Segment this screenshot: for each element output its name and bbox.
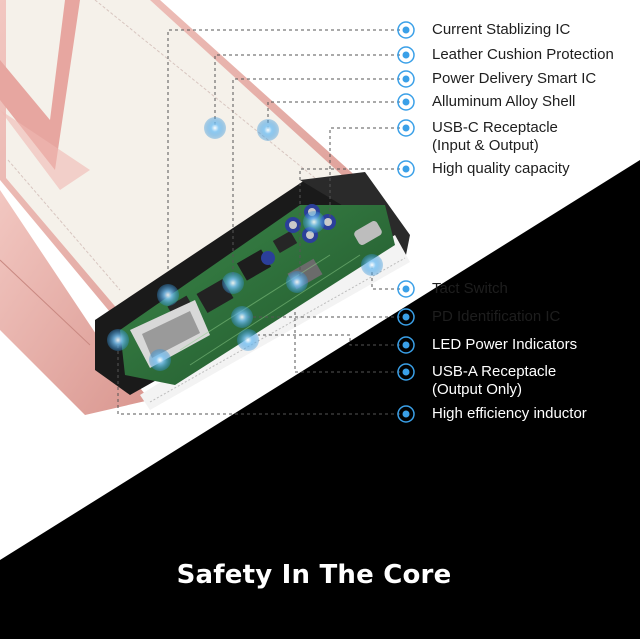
component-markers xyxy=(107,117,383,371)
target-icon-current-ic xyxy=(397,21,415,39)
label-leather-cushion: Leather Cushion Protection xyxy=(432,46,614,63)
label-led-indicators: LED Power Indicators xyxy=(432,336,578,353)
target-icon-inductor xyxy=(397,405,415,423)
leader-pd-smart-ic xyxy=(232,78,406,283)
label-pd-smart-ic: Power Delivery Smart IC xyxy=(432,70,597,87)
marker-led xyxy=(237,329,259,351)
label-usb-a: USB-A Receptacle (Output Only) xyxy=(432,363,557,398)
label-current-stabilizing-ic: Current Stablizing IC xyxy=(432,21,571,38)
marker-inductor xyxy=(107,329,129,351)
marker-pd-smart-ic xyxy=(222,272,244,294)
target-icon-leather xyxy=(397,46,415,64)
marker-current-ic xyxy=(157,284,179,306)
leader-lines xyxy=(117,29,406,415)
marker-tact-switch xyxy=(286,271,308,293)
leader-current-ic xyxy=(167,29,406,270)
target-icon-alloy-shell xyxy=(397,93,415,111)
target-icon-usb-c xyxy=(397,119,415,137)
label-alloy-shell: Alluminum Alloy Shell xyxy=(432,93,576,110)
target-icon-pd-smart-ic xyxy=(397,70,415,88)
label-high-efficiency-inductor: High efficiency inductor xyxy=(432,405,587,422)
leader-inductor xyxy=(117,340,406,415)
leader-capacity xyxy=(299,168,406,280)
marker-leather xyxy=(204,117,226,139)
power-bank-case xyxy=(0,0,360,415)
marker-pd-id-ic xyxy=(231,306,253,328)
target-icon-led xyxy=(397,336,415,354)
target-icon-usb-a xyxy=(397,363,415,381)
callout-target-icons xyxy=(397,21,415,423)
marker-capacity xyxy=(303,211,325,233)
label-pd-identification-ic: PD Identification IC xyxy=(432,308,561,325)
target-icon-capacity xyxy=(397,160,415,178)
leader-usb-c xyxy=(329,127,406,220)
target-icon-pd-id-ic xyxy=(397,308,415,326)
leader-usb-a xyxy=(294,310,406,373)
leader-led xyxy=(258,334,406,346)
label-tact-switch: Tact Switch xyxy=(432,280,508,297)
label-high-quality-capacity: High quality capacity xyxy=(432,160,570,177)
dark-band xyxy=(0,160,640,639)
marker-alloy-shell xyxy=(257,119,279,141)
target-icon-tact-switch xyxy=(397,280,415,298)
marker-usb-a xyxy=(149,349,171,371)
caption-headline: Safety In The Core xyxy=(176,560,452,590)
marker-usb-c xyxy=(361,254,383,276)
label-usb-c: USB-C Receptacle (Input & Output) xyxy=(432,119,558,154)
